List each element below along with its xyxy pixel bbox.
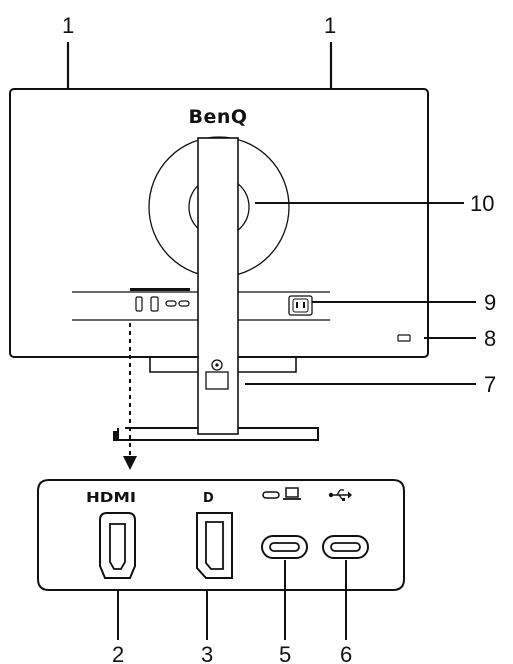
power-pin-1 — [296, 302, 298, 308]
stand-hinge — [149, 357, 297, 373]
kensington-slot — [397, 334, 411, 342]
strip-usbc-port-1 — [165, 300, 177, 307]
brand-logo: BenQ — [188, 106, 247, 128]
usbc-port-usb-inner — [330, 542, 361, 552]
displayport-port-inner — [205, 521, 224, 570]
callout-1-right: 1 — [324, 13, 336, 38]
usb-trident-icon — [328, 489, 352, 501]
strip-usbc-port-2 — [178, 300, 190, 307]
power-socket-inner — [292, 298, 309, 313]
hdmi-logo: HDMI — [86, 491, 136, 506]
svg-text:D: D — [203, 491, 214, 506]
displayport-logo-icon: D — [203, 491, 214, 506]
strip-mini-labels — [130, 288, 190, 291]
strip-hdmi-port — [135, 296, 143, 312]
strip-dp-port — [150, 296, 159, 312]
callout-5: 5 — [279, 642, 291, 664]
usbc-port-laptop-inner — [269, 542, 300, 552]
callout-10: 10 — [470, 191, 494, 216]
usbc-laptop-icon — [262, 487, 301, 500]
stand-base-mark — [113, 431, 119, 441]
callout-2: 2 — [112, 642, 124, 664]
callout-7: 7 — [484, 372, 496, 397]
callout-6: 6 — [340, 642, 352, 664]
callout-9: 9 — [484, 290, 496, 315]
cable-clip-lock-center — [215, 363, 219, 367]
cable-clip — [205, 371, 229, 390]
power-pin-2 — [303, 302, 305, 308]
callout-1-left: 1 — [62, 13, 74, 38]
hdmi-port-inner — [109, 523, 126, 570]
callout-3: 3 — [201, 642, 213, 664]
callout-8: 8 — [484, 326, 496, 351]
zoom-arrow-head — [123, 456, 137, 470]
